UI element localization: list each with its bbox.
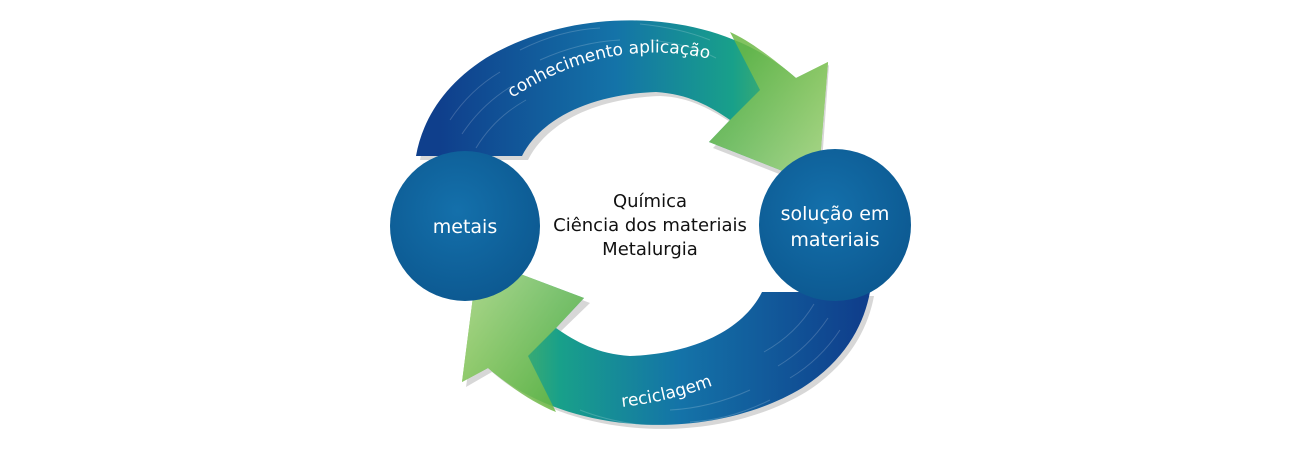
- node-metais-circle: [390, 151, 540, 301]
- node-metais: metais: [390, 151, 540, 301]
- node-solucao-label-line2: materiais: [790, 229, 879, 251]
- bottom-arrow-texture: [579, 303, 841, 427]
- center-labels: Química Ciência dos materiais Metalurgia: [553, 191, 747, 260]
- node-solucao-label-line1: solução em: [781, 203, 890, 225]
- top-arrow-texture: [449, 23, 717, 149]
- node-solucao-materiais: solução em materiais: [759, 149, 911, 301]
- top-arrow-head-highlight: [709, 32, 828, 185]
- bottom-arrow-head-highlight: [462, 258, 584, 412]
- node-solucao-circle: [759, 149, 911, 301]
- node-metais-label: metais: [433, 216, 497, 238]
- center-label-metalurgia: Metalurgia: [602, 239, 698, 260]
- center-label-quimica: Química: [613, 191, 687, 212]
- center-label-ciencia: Ciência dos materiais: [553, 215, 747, 236]
- top-arrow: conhecimento aplicação: [416, 20, 829, 190]
- bottom-arrow: reciclagem: [462, 258, 874, 429]
